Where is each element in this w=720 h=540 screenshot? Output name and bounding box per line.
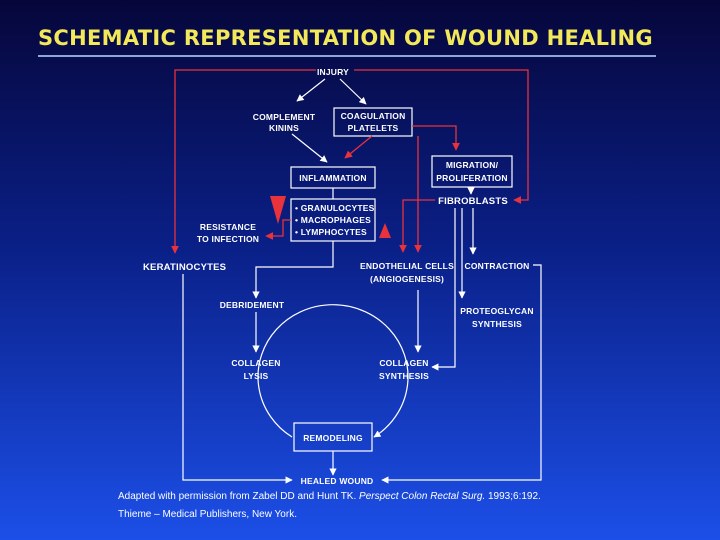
node-complement-line1: COMPLEMENT xyxy=(253,112,316,122)
citation-line-2: Thieme – Medical Publishers, New York. xyxy=(118,509,297,520)
citation-journal: Perspect Colon Rectal Surg. xyxy=(359,491,486,502)
arrow-fibroblasts-to-synthesis xyxy=(431,208,456,371)
node-macrophages: • MACROPHAGES xyxy=(295,215,371,225)
arrow-keratinocytes-to-healed xyxy=(182,274,293,484)
red-arrow-coagulation-to-migration xyxy=(412,125,460,151)
node-migration-line1: MIGRATION/ xyxy=(446,160,499,170)
node-resistance-line1: RESISTANCE xyxy=(200,222,256,232)
node-coagulation-line1: COAGULATION xyxy=(341,111,406,121)
arrow-complement-to-inflammation xyxy=(291,133,328,163)
node-healed-wound: HEALED WOUND xyxy=(301,476,374,486)
node-debridement: DEBRIDEMENT xyxy=(220,300,285,310)
title-underline xyxy=(38,55,656,57)
node-complement-line2: KININS xyxy=(269,123,299,133)
node-proteoglycan-line1: PROTEOGLYCAN xyxy=(460,306,533,316)
node-collagen-synthesis-line1: COLLAGEN xyxy=(379,358,428,368)
node-coagulation-line2: PLATELETS xyxy=(348,123,399,133)
red-arrow-to-endothelial xyxy=(399,199,435,253)
node-collagen-synthesis-line2: SYNTHESIS xyxy=(379,371,429,381)
migration-box xyxy=(431,155,513,188)
remodeling-cycle xyxy=(257,304,409,438)
node-proteoglycan-line2: SYNTHESIS xyxy=(472,319,522,329)
node-collagen-lysis-line1: COLLAGEN xyxy=(231,358,280,368)
red-wedge-left xyxy=(270,196,286,224)
citation-authors: Adapted with permission from Zabel DD an… xyxy=(118,491,357,502)
node-endothelial-line2: (ANGIOGENESIS) xyxy=(370,274,444,284)
slide-title: SCHEMATIC REPRESENTATION OF WOUND HEALIN… xyxy=(38,26,653,50)
node-migration-line2: PROLIFERATION xyxy=(436,173,507,183)
node-resistance-line2: TO INFECTION xyxy=(197,234,259,244)
node-fibroblasts: FIBROBLASTS xyxy=(438,196,508,207)
arrow-cells-to-debridement xyxy=(252,241,334,299)
node-contraction: CONTRACTION xyxy=(465,261,530,271)
arrow-contraction-to-healed xyxy=(381,264,542,484)
coagulation-box xyxy=(333,107,413,137)
node-endothelial-line1: ENDOTHELIAL CELLS xyxy=(360,261,454,271)
arrow-injury-to-coagulation xyxy=(339,78,367,105)
node-inflammation: INFLAMMATION xyxy=(299,173,366,183)
node-injury: INJURY xyxy=(317,67,349,77)
citation-year: 1993;6:192. xyxy=(488,491,541,502)
node-granulocytes: • GRANULOCYTES xyxy=(295,203,375,213)
red-arrow-injury-to-keratinocytes xyxy=(171,69,316,254)
red-arrow-injury-to-fibroblasts xyxy=(354,69,529,204)
arrow-injury-to-complement xyxy=(296,78,326,102)
node-keratinocytes: KERATINOCYTES xyxy=(143,262,226,273)
node-lymphocytes: • LYMPHOCYTES xyxy=(295,227,367,237)
citation-line-1: Adapted with permission from Zabel DD an… xyxy=(118,491,541,502)
node-remodeling: REMODELING xyxy=(303,433,363,443)
red-arrow-cells-to-resistance xyxy=(265,219,291,240)
red-arrow-coagulation-to-inflammation xyxy=(344,135,373,159)
node-collagen-lysis-line2: LYSIS xyxy=(244,371,269,381)
red-wedge-right xyxy=(379,223,391,238)
